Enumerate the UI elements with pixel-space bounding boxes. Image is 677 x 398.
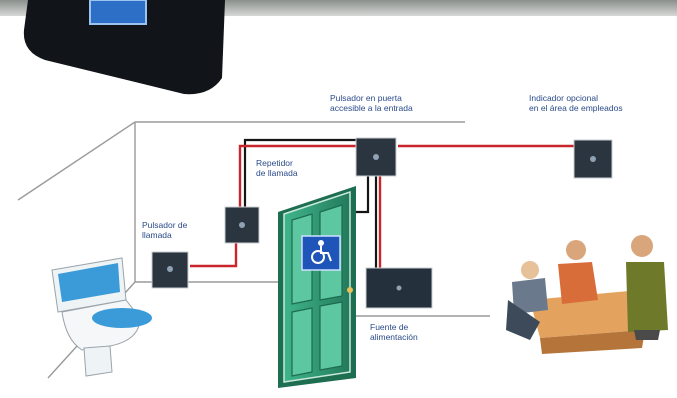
- pulsador-puerta-device: [356, 138, 396, 176]
- label-repetidor: Repetidor de llamada: [256, 158, 298, 178]
- device-photo: [24, 0, 225, 94]
- indicador-device: [574, 140, 612, 178]
- fuente-device: [366, 268, 432, 308]
- employee-person: [558, 240, 598, 304]
- pulsador-bano-device: [152, 252, 188, 288]
- repetidor-device: [225, 207, 259, 243]
- visitor-person: [626, 235, 668, 340]
- device-screen: [90, 0, 146, 24]
- toilet: [52, 258, 152, 376]
- door: [278, 186, 356, 388]
- label-pulsador-bano: Pulsador de llamada: [142, 220, 190, 240]
- reception-scene: [506, 235, 668, 354]
- label-indicador-opcional: Indicador opcional en el área de emplead…: [529, 93, 623, 113]
- label-pulsador-puerta: Pulsador en puerta accesible a la entrad…: [330, 93, 413, 113]
- label-fuente: Fuente de alimentación: [370, 322, 418, 342]
